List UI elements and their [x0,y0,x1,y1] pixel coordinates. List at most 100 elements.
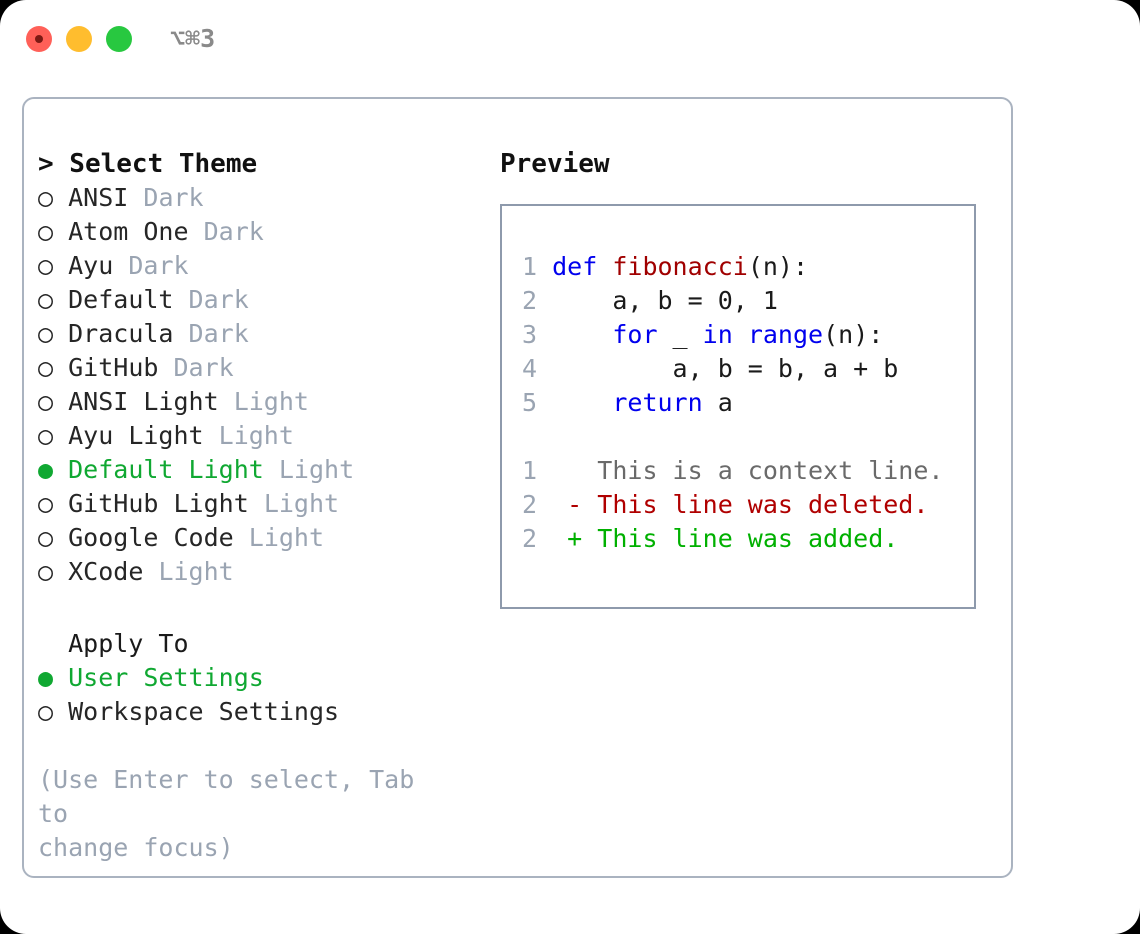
code-token [733,320,748,349]
select-theme-header: > Select Theme [38,149,258,179]
theme-variant-tag: Light [263,489,340,518]
apply-to-label: Workspace Settings [68,697,340,726]
line-number: 5 [522,388,538,417]
theme-name: GitHub Light [68,489,249,518]
line-number: 4 [522,354,538,383]
theme-variant-tag: Dark [173,353,234,382]
spacer [173,285,188,314]
code-token: return [612,388,703,417]
theme-list-item[interactable]: ○ Default Dark [38,283,478,317]
apply-to-option[interactable]: ○ Workspace Settings [38,695,478,729]
spacer [204,421,219,450]
theme-variant-tag: Dark [188,319,249,348]
spacer [53,217,68,246]
diff-line: 2 + This line was added. [522,522,962,556]
close-window-button[interactable] [26,26,52,52]
theme-name: ANSI Light [68,387,219,416]
code-line: 1 def fibonacci(n): [522,250,962,284]
hint-line-1: (Use Enter to select, Tab to [38,765,415,828]
apply-to-label: User Settings [68,663,264,692]
radio-unselected-icon[interactable]: ○ [38,523,54,552]
spacer [537,388,552,417]
theme-list-item[interactable]: ○ Atom One Dark [38,215,478,249]
radio-unselected-icon[interactable]: ○ [38,489,54,518]
code-token [597,252,612,281]
code-token: for [612,320,658,349]
line-number: 1 [522,252,538,281]
line-number: 2 [522,524,538,553]
theme-list[interactable]: ○ ANSI Dark○ Atom One Dark○ Ayu Dark○ De… [38,181,478,589]
theme-name: Dracula [68,319,174,348]
code-line: 5 return a [522,386,962,420]
radio-selected-icon[interactable]: ● [38,455,54,484]
radio-unselected-icon[interactable]: ○ [38,697,54,726]
theme-list-item[interactable]: ○ Dracula Dark [38,317,478,351]
spacer [53,489,68,518]
theme-name: Default [68,285,174,314]
diff-text: This is a context line. [582,456,944,485]
preview-title: Preview [500,149,610,179]
theme-list-item[interactable]: ● Default Light Light [38,453,478,487]
apply-to-option-list[interactable]: ● User Settings○ Workspace Settings [38,661,478,729]
radio-unselected-icon[interactable]: ○ [38,387,54,416]
minimize-window-button[interactable] [66,26,92,52]
radio-selected-icon[interactable]: ● [38,663,54,692]
theme-variant-tag: Dark [203,217,264,246]
radio-unselected-icon[interactable]: ○ [38,183,54,212]
theme-variant-tag: Light [218,421,294,450]
hint-line-2: change focus) [38,833,234,862]
code-token: (n): [747,252,809,281]
code-line: 4 a, b = b, a + b [522,352,962,386]
code-token: a, b = b, a + b [552,354,899,383]
code-line: 3 for _ in range(n): [522,318,962,352]
spacer [234,523,249,552]
spacer [53,319,68,348]
maximize-window-button[interactable] [106,26,132,52]
theme-name: Atom One [68,217,189,246]
code-line: 2 a, b = 0, 1 [522,284,962,318]
radio-unselected-icon[interactable]: ○ [38,421,54,450]
code-token: range [747,320,824,349]
theme-variant-tag: Dark [188,285,249,314]
spacer [537,524,567,553]
theme-list-item[interactable]: ○ XCode Light [38,555,478,589]
spacer [537,252,552,281]
theme-list-item[interactable]: ○ Ayu Light Light [38,419,478,453]
radio-unselected-icon[interactable]: ○ [38,353,54,382]
line-number: 2 [522,286,538,315]
spacer [264,455,279,484]
theme-name: XCode [68,557,144,586]
radio-unselected-icon[interactable]: ○ [38,285,54,314]
line-number: 1 [522,456,538,485]
diff-sample: 1 This is a context line.2 - This line w… [522,454,962,556]
spacer [53,251,68,280]
radio-unselected-icon[interactable]: ○ [38,251,54,280]
keyboard-shortcut-label: ⌥⌘3 [170,24,216,53]
theme-list-item[interactable]: ○ Google Code Light [38,521,478,555]
radio-unselected-icon[interactable]: ○ [38,557,54,586]
radio-unselected-icon[interactable]: ○ [38,319,54,348]
spacer [537,456,567,485]
apply-to-option[interactable]: ● User Settings [38,661,478,695]
code-token: fibonacci [612,252,748,281]
spacer [53,183,68,212]
theme-name: ANSI [68,183,129,212]
theme-name: GitHub [68,353,159,382]
apply-to-section: Apply To ● User Settings○ Workspace Sett… [38,627,478,729]
theme-list-item[interactable]: ○ ANSI Dark [38,181,478,215]
spacer [189,217,204,246]
line-number: 2 [522,490,538,519]
spacer [219,387,234,416]
diff-line: 1 This is a context line. [522,454,962,488]
theme-list-item[interactable]: ○ Ayu Dark [38,249,478,283]
theme-list-item[interactable]: ○ GitHub Light Light [38,487,478,521]
spacer [53,421,68,450]
line-number: 3 [522,320,538,349]
code-token: _ [657,320,703,349]
theme-list-item[interactable]: ○ GitHub Dark [38,351,478,385]
radio-unselected-icon[interactable]: ○ [38,217,54,246]
theme-list-item[interactable]: ○ ANSI Light Light [38,385,478,419]
theme-variant-tag: Light [248,523,325,552]
theme-variant-tag: Light [278,455,355,484]
